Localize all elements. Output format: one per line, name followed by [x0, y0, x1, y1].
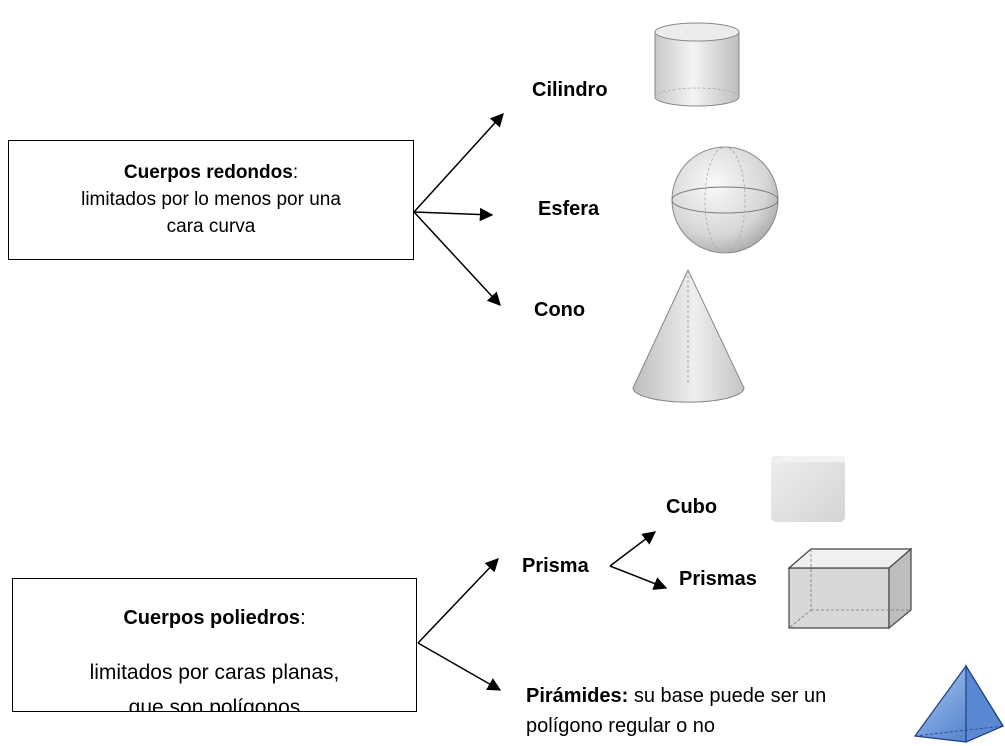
redondos-title: Cuerpos redondos — [123, 162, 293, 183]
poliedros-desc-line1: limitados por caras planas, — [89, 661, 340, 684]
pyramid-figure — [913, 663, 1004, 743]
cuerpos-redondos-box: Cuerpos redondos: limitados por lo menos… — [8, 140, 414, 260]
redondos-title-line: Cuerpos redondos: — [9, 159, 413, 186]
label-cilindro: Cilindro — [532, 79, 608, 101]
redondos-desc-line1: limitados por lo menos por una — [81, 189, 341, 210]
poliedros-desc-line2: que son polígonos — [128, 696, 301, 712]
arrow-to-cilindro — [413, 113, 504, 213]
piramides-desc: su base puede ser un polígono regular o … — [526, 685, 827, 737]
arrow-to-piramides — [417, 642, 502, 691]
piramides-label: Pirámides: — [526, 685, 629, 707]
label-cono: Cono — [534, 299, 586, 321]
poliedros-colon: : — [300, 607, 306, 629]
arrow-to-esfera — [413, 207, 494, 222]
cube-figure — [771, 456, 845, 522]
arrow-to-prismas — [609, 565, 668, 590]
label-cubo: Cubo — [666, 496, 718, 518]
cuerpos-poliedros-box: Cuerpos poliedros: limitados por caras p… — [12, 578, 417, 712]
poliedros-title: Cuerpos poliedros — [123, 607, 301, 629]
label-prismas: Prismas — [679, 568, 757, 590]
label-esfera: Esfera — [538, 198, 600, 220]
redondos-colon: : — [292, 162, 299, 183]
cone-figure — [632, 268, 745, 403]
rectangular-prism-figure — [787, 547, 913, 630]
arrow-to-cubo — [609, 531, 657, 567]
label-prisma: Prisma — [522, 555, 589, 577]
redondos-desc-line2: cara curva — [166, 216, 256, 237]
arrow-to-prisma — [417, 558, 499, 644]
sphere-figure — [671, 146, 779, 254]
arrow-to-cono — [413, 211, 501, 306]
piramides-text: Pirámides: su base puede ser un polígono… — [526, 681, 906, 741]
poliedros-title-line: Cuerpos poliedros: — [13, 607, 416, 630]
cylinder-figure — [654, 22, 740, 107]
